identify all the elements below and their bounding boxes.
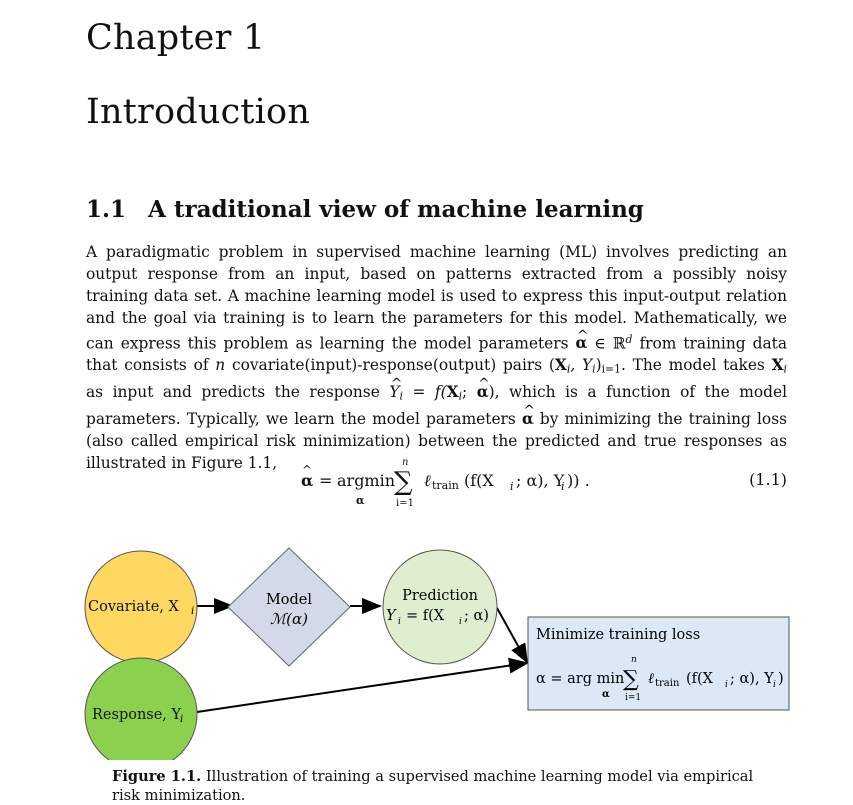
loss-tail-i: i (725, 680, 728, 690)
prediction-formula2: = f(X (406, 608, 445, 624)
x-symbol: X (554, 356, 567, 375)
model-label: Model (266, 592, 312, 608)
range-symbol: i=1 (601, 363, 621, 377)
loss-formula-sub: α (602, 689, 610, 700)
eq-alpha-hat: α (301, 471, 313, 490)
response-sub: i (180, 714, 183, 725)
section-number: 1.1 (86, 196, 127, 223)
loss-sum-bottom: i=1 (625, 693, 641, 703)
prediction-formula: Y (386, 608, 397, 624)
eq-hat-mark: ^ (302, 463, 312, 477)
prediction-formula3: ; α) (464, 608, 489, 624)
alpha-hat-symbol: α (576, 325, 589, 354)
section-title: A traditional view of machine learning (148, 196, 644, 223)
equation-svg: α ^ = argmin α ∑ n i=1 ℓ train (f(X i ; … (301, 457, 590, 509)
response-label: Response, Y (92, 707, 182, 723)
eq-rest-i: i (510, 480, 514, 493)
equation-number: (1.1) (749, 470, 787, 489)
covariate-sub: i (191, 606, 194, 617)
chapter-title: Introduction (86, 92, 311, 132)
prediction-label: Prediction (402, 588, 478, 604)
prediction-sub: i (398, 617, 401, 627)
prediction-sub2: i (459, 617, 462, 627)
covariate-label: Covariate, X (88, 599, 180, 615)
paragraph-text: ∈ ℝ (587, 334, 626, 353)
paragraph-text: covariate(input)-response(output) pairs … (225, 356, 555, 375)
model-node (227, 547, 351, 667)
paragraph-text: by minimizing the training loss (also ca… (86, 409, 787, 472)
eq-argmin: argmin (337, 471, 395, 490)
edge-prediction-loss (496, 607, 528, 664)
eq-argmin-sub: α (356, 494, 365, 507)
loss-tail2: ; α), Y (730, 671, 774, 687)
eq-sum-sign: ∑ (394, 467, 413, 497)
x-symbol: X (446, 383, 459, 402)
paragraph-text: A paradigmatic problem in supervised mac… (86, 243, 787, 353)
body-paragraph: A paradigmatic problem in supervised mac… (86, 241, 787, 474)
loss-sum-top: n (631, 655, 637, 665)
paragraph-text: = f( (402, 383, 447, 402)
x-symbol: X (771, 356, 784, 375)
alpha-hat-symbol: α (477, 373, 490, 403)
equation-1-1: α ^ = argmin α ∑ n i=1 ℓ train (f(X i ; … (86, 456, 787, 516)
index-symbol: i (783, 363, 787, 377)
edge-response-loss (196, 657, 529, 713)
eq-rest2: ; α), Y (516, 471, 565, 490)
paragraph-text: ) (595, 356, 602, 375)
eq-rest4: )) . (567, 471, 590, 490)
index-symbol: i (399, 389, 403, 403)
index-symbol: i (592, 363, 596, 377)
n-symbol: n (215, 356, 226, 375)
caption-label: Figure 1.1. (112, 768, 202, 785)
model-formula: ℳ(α) (270, 610, 308, 628)
eq-sum-top: n (402, 457, 408, 468)
loss-ell: ℓ (648, 671, 654, 687)
eq-rest3: i (561, 480, 565, 493)
eq-equals: = (319, 471, 332, 490)
alpha-hat-symbol: α (522, 400, 535, 430)
index-symbol: i (566, 363, 571, 377)
figure-caption: Figure 1.1. Illustration of training a s… (112, 767, 772, 805)
loss-ell-sub: train (655, 678, 680, 689)
paragraph-text: as input and predicts the response (86, 383, 390, 402)
chapter-label: Chapter 1 (86, 18, 266, 58)
loss-formula: α = arg min (536, 671, 624, 687)
loss-box (527, 616, 790, 711)
eq-sum-bottom: i=1 (396, 498, 414, 509)
loss-tail3: ) (778, 671, 784, 687)
paragraph-text: . The model takes (620, 356, 772, 375)
figure-diagram: Covariate, X i Response, Y i Model ℳ(α) … (0, 540, 853, 771)
loss-tail-i2: i (773, 680, 776, 690)
diagram-svg: Covariate, X i Response, Y i Model ℳ(α) … (84, 547, 790, 771)
eq-ell: ℓ (424, 471, 431, 490)
caption-text: Illustration of training a supervised ma… (112, 768, 754, 804)
loss-tail: (f(X (686, 671, 714, 687)
prediction-node (382, 549, 498, 665)
paragraph-text: ), which is a function of the model para… (86, 383, 788, 428)
paragraph-text: from training data that consists of (86, 334, 788, 375)
loss-sum-sign: ∑ (623, 667, 639, 692)
paragraph-text: , Y (570, 356, 593, 375)
loss-title: Minimize training loss (536, 627, 700, 643)
index-symbol: i (458, 389, 463, 403)
paragraph-text: ; (462, 383, 477, 402)
section-heading: 1.1 A traditional view of machine learnin… (86, 196, 644, 223)
y-hat-symbol: Y (389, 373, 402, 403)
eq-rest: (f(X (464, 471, 494, 490)
dim-symbol: d (625, 333, 633, 346)
eq-ell-sub: train (432, 479, 459, 492)
